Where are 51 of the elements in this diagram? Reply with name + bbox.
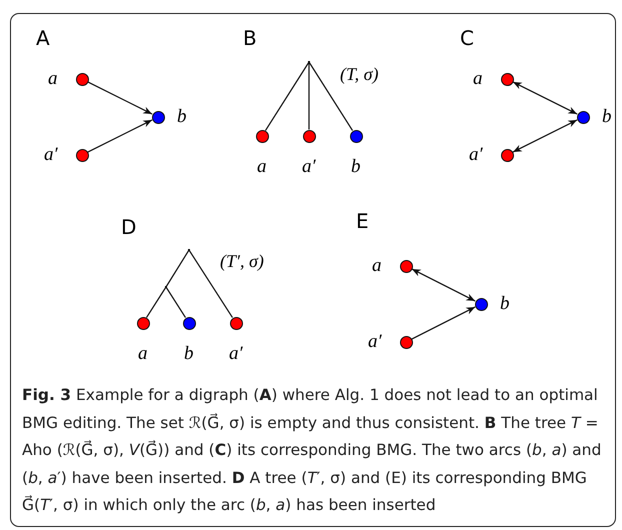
vertex-label: b — [177, 107, 186, 127]
panel-letter: A — [36, 27, 50, 49]
tree-edge — [308, 62, 310, 130]
vertex-label: b — [351, 157, 360, 177]
vertex-dot — [152, 110, 164, 124]
vertex-dot — [576, 110, 590, 124]
vertex-label: a′ — [44, 145, 58, 165]
panel-letter: C — [460, 27, 474, 49]
vertex-dot — [76, 72, 88, 86]
arrow — [88, 81, 152, 115]
vertex-dot — [76, 148, 88, 162]
vertex-label: b — [184, 344, 194, 364]
arrow — [412, 306, 476, 340]
tree-label: (T, σ) — [340, 64, 379, 84]
vertex-dot — [350, 130, 362, 142]
vertex-dot — [182, 316, 196, 330]
vertex-dot — [400, 260, 412, 272]
vertex-dot — [136, 316, 150, 330]
vertex-label: a′ — [229, 344, 243, 364]
panel-letter: D — [121, 216, 136, 238]
arrow — [512, 81, 578, 115]
vertex-dot — [500, 148, 514, 162]
tree-edge — [308, 62, 354, 131]
tree-edge — [166, 286, 186, 318]
arrow — [412, 268, 476, 302]
vertex-dot — [302, 130, 316, 142]
arrow — [88, 119, 152, 153]
vertex-label: a — [257, 157, 266, 177]
arrow — [512, 119, 578, 153]
vertex-dot — [474, 298, 488, 310]
vertex-label: a — [48, 69, 58, 89]
vertex-label: b — [602, 107, 612, 127]
tree-edge — [188, 250, 233, 318]
vertex-label: a — [138, 344, 148, 364]
panel-letter: E — [356, 210, 369, 232]
figure-caption: Fig. 3 Example for a digraph (A) where Alg. 1 does not lead to an optimal BMG editing. The set ℛ(G⃗, σ) is empty and thus consistent. B The tree T = Aho (ℛ(G⃗, σ), V(G⃗)) and (C) its corresponding BMG. The two arcs (b, a) and (b, a′) have been inserted. D A tree (T′, σ) and (E) its corresponding BMG G⃗(T′, σ) in which only the arc (b, a) has been inserted — [22, 385, 602, 516]
vertex-dot — [230, 316, 242, 330]
vertex-label: a′ — [469, 145, 483, 165]
vertex-dot — [256, 130, 268, 142]
vertex-label: a′ — [302, 157, 316, 177]
vertex-dot — [400, 336, 412, 348]
panel-letter: B — [243, 27, 257, 49]
tree-edge — [264, 62, 310, 131]
vertex-label: a′ — [368, 332, 382, 352]
vertex-label: a — [473, 69, 482, 89]
vertex-label: a — [372, 256, 382, 276]
vertex-dot — [500, 72, 514, 86]
vertex-label: b — [500, 294, 510, 314]
tree-label: (T′, σ) — [220, 251, 264, 271]
tree-edge — [165, 250, 190, 288]
tree-edge — [146, 286, 166, 318]
